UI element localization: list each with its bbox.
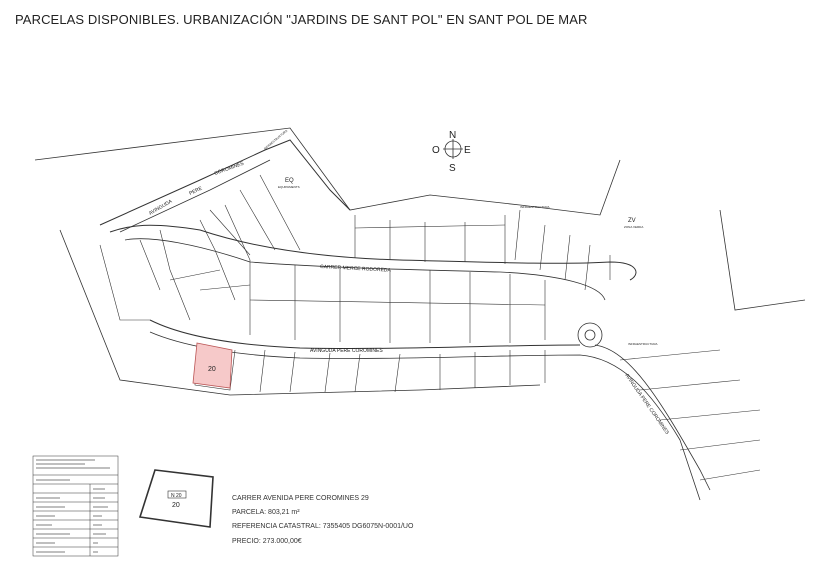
zone-infra-2: INFRAESTRUCTURA — [520, 205, 550, 209]
compass-e: E — [464, 145, 471, 156]
road-lower — [149, 319, 581, 349]
site-boundary-east — [719, 209, 806, 311]
zone-infra-1: INFRAESTRUCTURA — [263, 129, 288, 151]
site-boundary — [34, 127, 621, 216]
site-boundary-west — [59, 229, 541, 396]
road-east — [594, 344, 711, 491]
zone-zv: ZV — [628, 218, 636, 224]
street-label: CARRER MERCE RODOREDA — [320, 264, 392, 274]
parcel-lines — [99, 174, 761, 481]
info-cadastral: REFERENCIA CATASTRAL: 7355405 DG6075N-00… — [232, 523, 414, 530]
info-price: PRECIO: 273.000,00€ — [232, 538, 302, 545]
page-title: PARCELAS DISPONIBLES. URBANIZACIÓN "JARD… — [15, 12, 588, 27]
zone-eq-sub: EQUIPAMENTS — [278, 185, 300, 189]
street-label: AVINGUDA — [148, 198, 174, 216]
compass — [443, 139, 463, 159]
street-label: AVINGUDA PERE COROMINES — [310, 348, 383, 354]
street-label: PERE — [188, 185, 203, 196]
detail-parcel-number: 20 — [172, 502, 180, 509]
parcel-20-highlight — [192, 342, 233, 389]
road-nw-inner — [119, 159, 271, 233]
zone-eq: EQ — [285, 178, 294, 184]
detail-parcel — [138, 469, 214, 528]
road-lower-inner — [149, 331, 701, 501]
road-upper-inner — [124, 238, 606, 301]
road-nw — [99, 139, 351, 226]
zone-zv-sub: ZONA VERDA — [624, 225, 643, 229]
parcel-20-label: 20 — [208, 366, 216, 373]
roundabout — [577, 322, 603, 348]
detail-parcel-tag: N 20 — [171, 493, 182, 499]
info-area: PARCELA: 803,21 m² — [232, 509, 300, 516]
compass-w: O — [432, 145, 440, 156]
compass-s: S — [449, 163, 456, 174]
street-label: AVINGUDA PERE COROMINES — [623, 373, 670, 437]
compass-n: N — [449, 130, 456, 141]
info-street: CARRER AVENIDA PERE COROMINES 29 — [232, 495, 369, 502]
zone-infra-3: INFRAESTRUCTURA — [628, 342, 658, 346]
legend-table — [32, 455, 119, 557]
